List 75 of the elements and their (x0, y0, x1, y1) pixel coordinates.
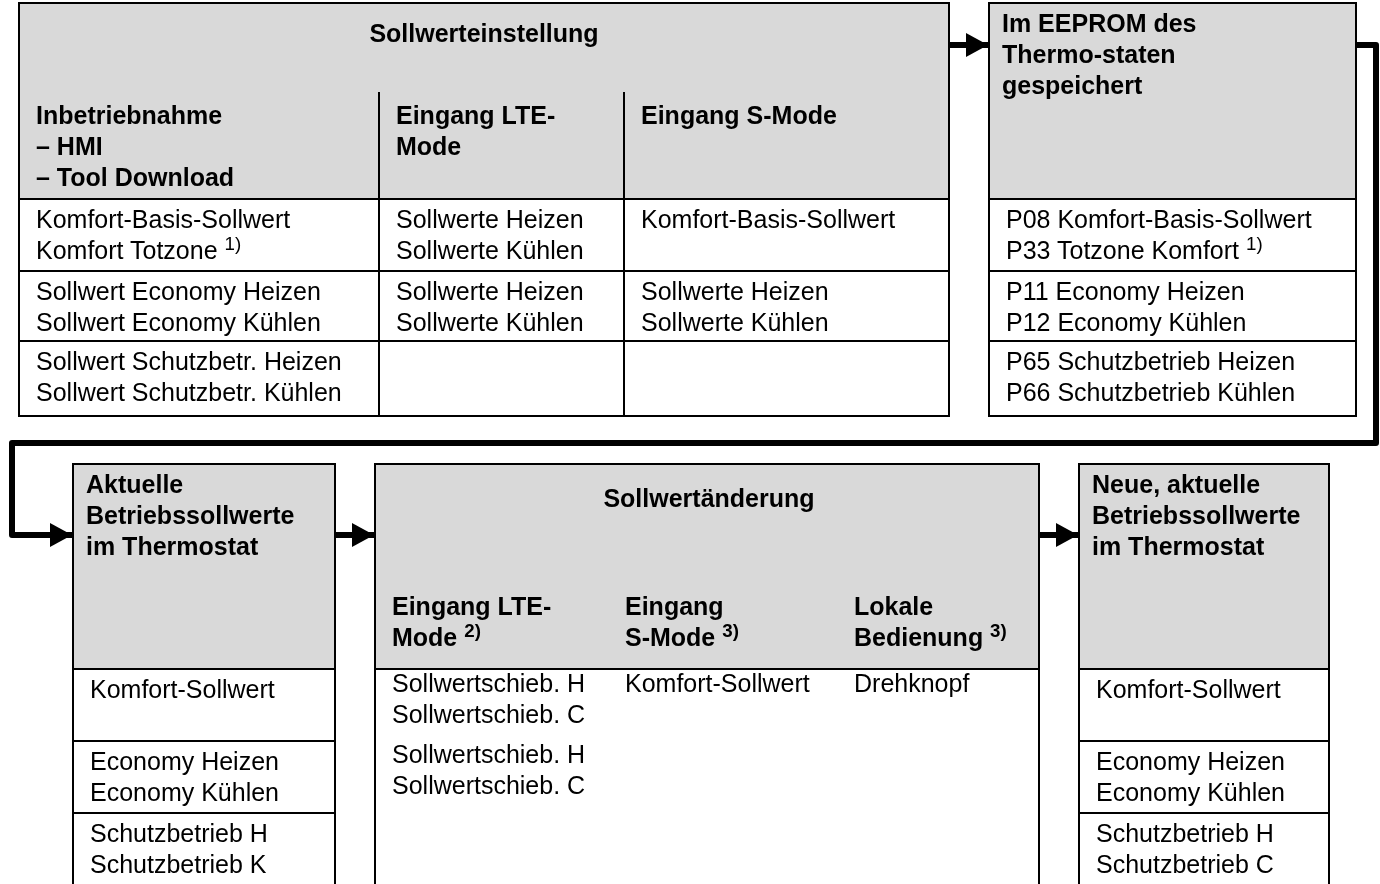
setpoint-text: Sollwert Economy Heizen (36, 276, 321, 307)
table-cell (990, 340, 1355, 415)
setpoint-text: Komfort-Sollwert (1096, 674, 1281, 705)
setpoint-text: Komfort-Sollwert (90, 674, 275, 705)
setpoint-text: Economy Heizen (1096, 746, 1285, 777)
table-cell (74, 668, 334, 740)
setpoint-text: P65 Schutzbetrieb Heizen (1006, 346, 1296, 377)
table-cell (20, 198, 378, 270)
table-cell (378, 270, 623, 340)
setpoint-text: P12 Economy Kühlen (1006, 307, 1247, 338)
table-cell (1080, 740, 1328, 812)
setpoint-text: Sollwerte Kühlen (396, 307, 584, 338)
column-header: – HMI (36, 131, 104, 162)
flow-arrow (9, 42, 1379, 547)
process-block (1078, 463, 1330, 884)
table-cell (623, 270, 948, 340)
setpoint-text: Sollwerte Kühlen (396, 235, 584, 266)
setpoint-text: Economy Kühlen (90, 777, 279, 808)
setpoint-text: Sollwertschieb. C (392, 770, 587, 801)
column-header: Eingang S-Mode (641, 100, 838, 131)
process-block (72, 463, 336, 884)
setpoint-text: Sollwerte Heizen (641, 276, 829, 307)
table-cell (623, 340, 948, 415)
setpoint-text: Komfort Totzone $^{1)}$ (36, 235, 242, 266)
block-title: Aktuelle Betriebssollwerte im Thermostat (86, 469, 296, 562)
table-cell (74, 812, 334, 884)
column-header: Inbetriebnahme (36, 100, 224, 131)
column-header: – Tool Download (36, 162, 236, 193)
setpoint-text: P08 Komfort-Basis-Sollwert (1006, 204, 1312, 235)
setpoint-text: Economy Heizen (90, 746, 279, 777)
setpoint-text: Schutzbetrieb K (90, 849, 267, 880)
setpoint-text: Drehknopf (854, 668, 971, 699)
setpoint-text: Sollwert Economy Kühlen (36, 307, 321, 338)
table-cell (990, 270, 1355, 340)
setpoint-text: Economy Kühlen (1096, 777, 1285, 808)
block-title: Im EEPROM des Thermo-staten gespeichert (1002, 8, 1198, 101)
flow-arrow (1040, 523, 1078, 547)
setpoint-text: Schutzbetrieb H (90, 818, 268, 849)
process-block (18, 2, 950, 417)
column-header: Eingang S-Mode $^{3)}$ (625, 591, 740, 653)
setpoint-text: P66 Schutzbetrieb Kühlen (1006, 377, 1296, 408)
table-cell (378, 198, 623, 270)
setpoint-text: Komfort-Sollwert (625, 668, 811, 699)
setpoint-text: P33 Totzone Komfort $^{1)}$ (1006, 235, 1263, 266)
table-cell (1080, 812, 1328, 884)
table-cell (20, 270, 378, 340)
column-header: Lokale Bedienung $^{3)}$ (854, 591, 1008, 653)
setpoint-text: Sollwert Schutzbetr. Heizen (36, 346, 342, 377)
block-title: Sollwertänderung (602, 483, 816, 514)
setpoint-text: Sollwertschieb. H (392, 668, 587, 699)
setpoint-text: Schutzbetrieb C (1096, 849, 1274, 880)
flow-arrow (950, 33, 988, 57)
table-cell (20, 340, 378, 415)
table-cell (1080, 668, 1328, 740)
column-header: Eingang LTE-Mode $^{2)}$ (392, 591, 553, 653)
setpoint-text: P11 Economy Heizen (1006, 276, 1245, 307)
block-title: Sollwerteinstellung (368, 18, 600, 49)
setpoint-text: Komfort-Basis-Sollwert (36, 204, 291, 235)
column-header: Eingang LTE-Mode (396, 100, 557, 162)
table-cell (74, 740, 334, 812)
setpoint-text: Sollwerte Kühlen (641, 307, 829, 338)
setpoint-text: Sollwerte Heizen (396, 276, 584, 307)
table-cell (623, 198, 948, 270)
process-block (374, 463, 1040, 884)
table-cell (990, 198, 1355, 270)
table-cell (378, 340, 623, 415)
block-title: Neue, aktuelle Betriebssollwerte im Thermostat (1092, 469, 1302, 562)
setpoint-text: Sollwertschieb. H (392, 739, 587, 770)
setpoint-text: Sollwertschieb. C (392, 699, 587, 730)
setpoint-text: Schutzbetrieb H (1096, 818, 1274, 849)
setpoint-text: Sollwert Schutzbetr. Kühlen (36, 377, 342, 408)
process-block (988, 2, 1357, 417)
setpoint-text: Komfort-Basis-Sollwert (641, 204, 896, 235)
setpoint-text: Sollwerte Heizen (396, 204, 584, 235)
flow-arrow (336, 523, 374, 547)
